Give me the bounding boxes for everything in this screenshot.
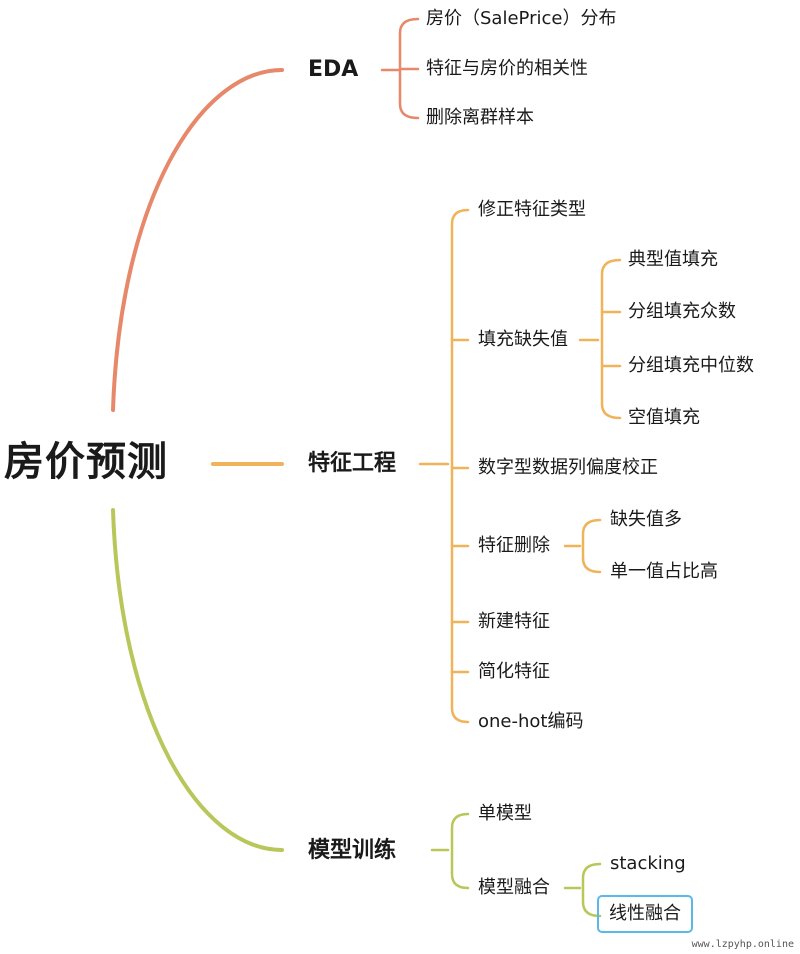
root-to-eda-connector [111,68,284,412]
topic-typical-value-fill[interactable]: 典型值填充 [628,249,718,270]
topic-simplify-features[interactable]: 简化特征 [478,661,550,682]
topic-feature-deletion[interactable]: 特征删除 [478,535,550,556]
topic-new-features[interactable]: 新建特征 [478,611,550,632]
watermark: www.lzpyhp.online [691,939,794,950]
topic-null-fill[interactable]: 空值填充 [628,407,700,428]
topic-fill-missing-values[interactable]: 填充缺失值 [478,329,568,350]
topic-single-value-dominant[interactable]: 单一值占比高 [610,561,718,582]
topic-fix-feature-types[interactable]: 修正特征类型 [478,199,586,220]
topic-stacking[interactable]: stacking [610,853,686,874]
root-topic[interactable]: 房价预测 [4,439,168,485]
topic-feature-correlation[interactable]: 特征与房价的相关性 [426,58,588,79]
topic-remove-outliers[interactable]: 删除离群样本 [426,107,534,128]
topic-feature-engineering[interactable]: 特征工程 [308,451,397,476]
topic-single-model[interactable]: 单模型 [478,803,532,824]
model-training-bracket [430,812,602,918]
topic-group-median-fill[interactable]: 分组填充中位数 [628,355,754,376]
topic-linear-blending[interactable]: 线性融合 [597,895,693,933]
topic-model-training[interactable]: 模型训练 [308,838,397,863]
root-to-model-training-connector [111,508,284,852]
topic-saleprice-distribution[interactable]: 房价（SalePrice）分布 [426,8,617,29]
feature-engineering-bracket [418,208,622,724]
topic-one-hot-encoding[interactable]: one-hot编码 [478,711,584,732]
topic-skew-correction[interactable]: 数字型数据列偏度校正 [478,457,658,478]
topic-model-ensemble[interactable]: 模型融合 [478,877,550,898]
topic-eda[interactable]: EDA [308,57,359,82]
topic-group-mode-fill[interactable]: 分组填充众数 [628,301,736,322]
eda-bracket [380,17,420,120]
topic-many-missing[interactable]: 缺失值多 [610,509,682,530]
